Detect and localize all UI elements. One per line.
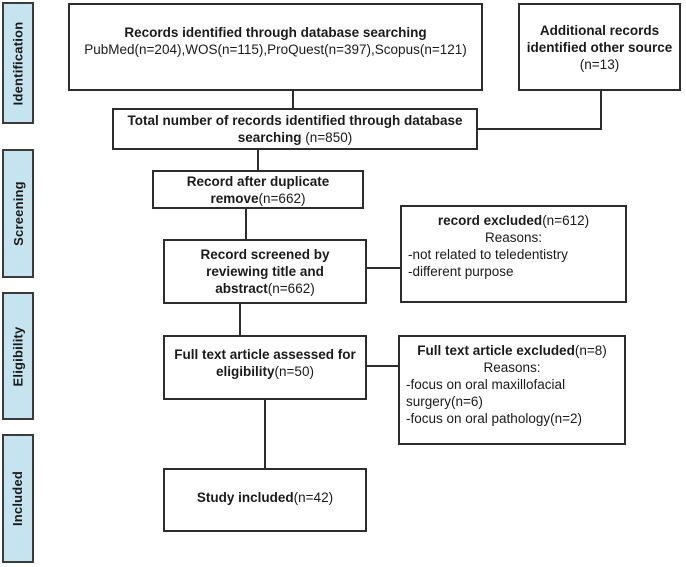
- box-total-records: Total number of records identified throu…: [112, 108, 478, 150]
- reason-item: -focus on oral pathology(n=2): [406, 411, 582, 426]
- box-title-line: abstract(n=662): [165, 280, 365, 297]
- reasons-label: Reasons:: [484, 230, 543, 245]
- reason-item: -not related to teledentistry: [408, 247, 568, 262]
- box-title-segment: Full text article excluded: [417, 343, 575, 358]
- box-count: (n=662): [258, 190, 306, 206]
- connector-total-to-duplicates: [257, 150, 259, 170]
- box-title-line: remove(n=662): [154, 190, 362, 207]
- box-count: (n=42): [293, 489, 334, 505]
- box-count: (n=8): [574, 343, 607, 358]
- connector-additional-to-total: [478, 128, 602, 130]
- stage-label: Included: [10, 470, 26, 527]
- box-records-identified: Records identified through database sear…: [68, 3, 483, 91]
- box-title-segment: record excluded: [437, 213, 543, 228]
- box-title-line: searching (n=850): [114, 129, 476, 146]
- box-title-segment: Study included: [196, 489, 294, 505]
- box-title-line: Additional records: [539, 22, 660, 38]
- stage-label: Eligibility: [10, 326, 26, 386]
- reason-item: -different purpose: [408, 264, 514, 279]
- box-count: (n=13): [579, 56, 620, 72]
- box-title-segment: eligibility: [216, 363, 275, 379]
- connector-assessed-to-included: [264, 400, 266, 468]
- connector-assessed-to-excluded: [367, 365, 398, 367]
- box-count: (n=612): [542, 213, 590, 228]
- box-title-line: identified other source: [526, 39, 673, 55]
- connector-screened-to-excluded: [367, 267, 400, 269]
- box-records-excluded: record excluded(n=612) Reasons: -not rel…: [400, 205, 627, 303]
- box-title: Records identified through database sear…: [124, 25, 427, 40]
- box-title-line: eligibility(n=50): [165, 363, 365, 380]
- box-count: (n=850): [305, 130, 353, 145]
- box-title-line: Study included(n=42): [165, 489, 365, 506]
- box-title-line: reviewing title and: [206, 264, 324, 279]
- box-title-segment: abstract: [215, 281, 268, 296]
- box-title-line: Total number of records identified throu…: [127, 113, 463, 128]
- box-full-text-excluded: Full text article excluded(n=8) Reasons:…: [398, 335, 626, 445]
- connector-screened-to-assessed: [239, 304, 241, 335]
- box-title-line: record excluded(n=612): [402, 212, 625, 229]
- box-title-line: Full text article assessed for: [174, 346, 356, 362]
- box-count: (n=50): [274, 363, 314, 379]
- stage-screening: Screening: [2, 149, 34, 278]
- box-title-segment: searching: [237, 130, 306, 145]
- stage-eligibility: Eligibility: [2, 292, 34, 420]
- box-duplicates-removed: Record after duplicate remove(n=662): [152, 170, 364, 209]
- box-additional-records: Additional records identified other sour…: [518, 3, 681, 91]
- box-study-included: Study included(n=42): [163, 468, 367, 532]
- reason-item: -focus on oral maxillofacial surgery(n=6…: [406, 377, 566, 409]
- stage-label: Screening: [10, 181, 26, 246]
- box-title-segment: remove: [210, 190, 259, 206]
- box-title-line: Full text article excluded(n=8): [400, 342, 624, 359]
- box-title-line: Record after duplicate: [186, 173, 330, 189]
- box-count: (n=662): [267, 281, 315, 296]
- stage-label: Identification: [10, 21, 26, 105]
- box-records-screened: Record screened by reviewing title and a…: [163, 239, 367, 304]
- box-title-line: Record screened by: [200, 247, 330, 262]
- connector-records-to-total: [292, 91, 294, 108]
- stage-included: Included: [2, 434, 34, 563]
- connector-duplicates-to-screened: [245, 209, 247, 239]
- box-full-text-assessed: Full text article assessed for eligibili…: [163, 335, 367, 400]
- stage-identification: Identification: [2, 2, 34, 124]
- connector-additional-down: [600, 91, 602, 130]
- reasons-label: Reasons:: [483, 360, 541, 375]
- box-detail: PubMed(n=204),WOS(n=115),ProQuest(n=397)…: [84, 42, 467, 57]
